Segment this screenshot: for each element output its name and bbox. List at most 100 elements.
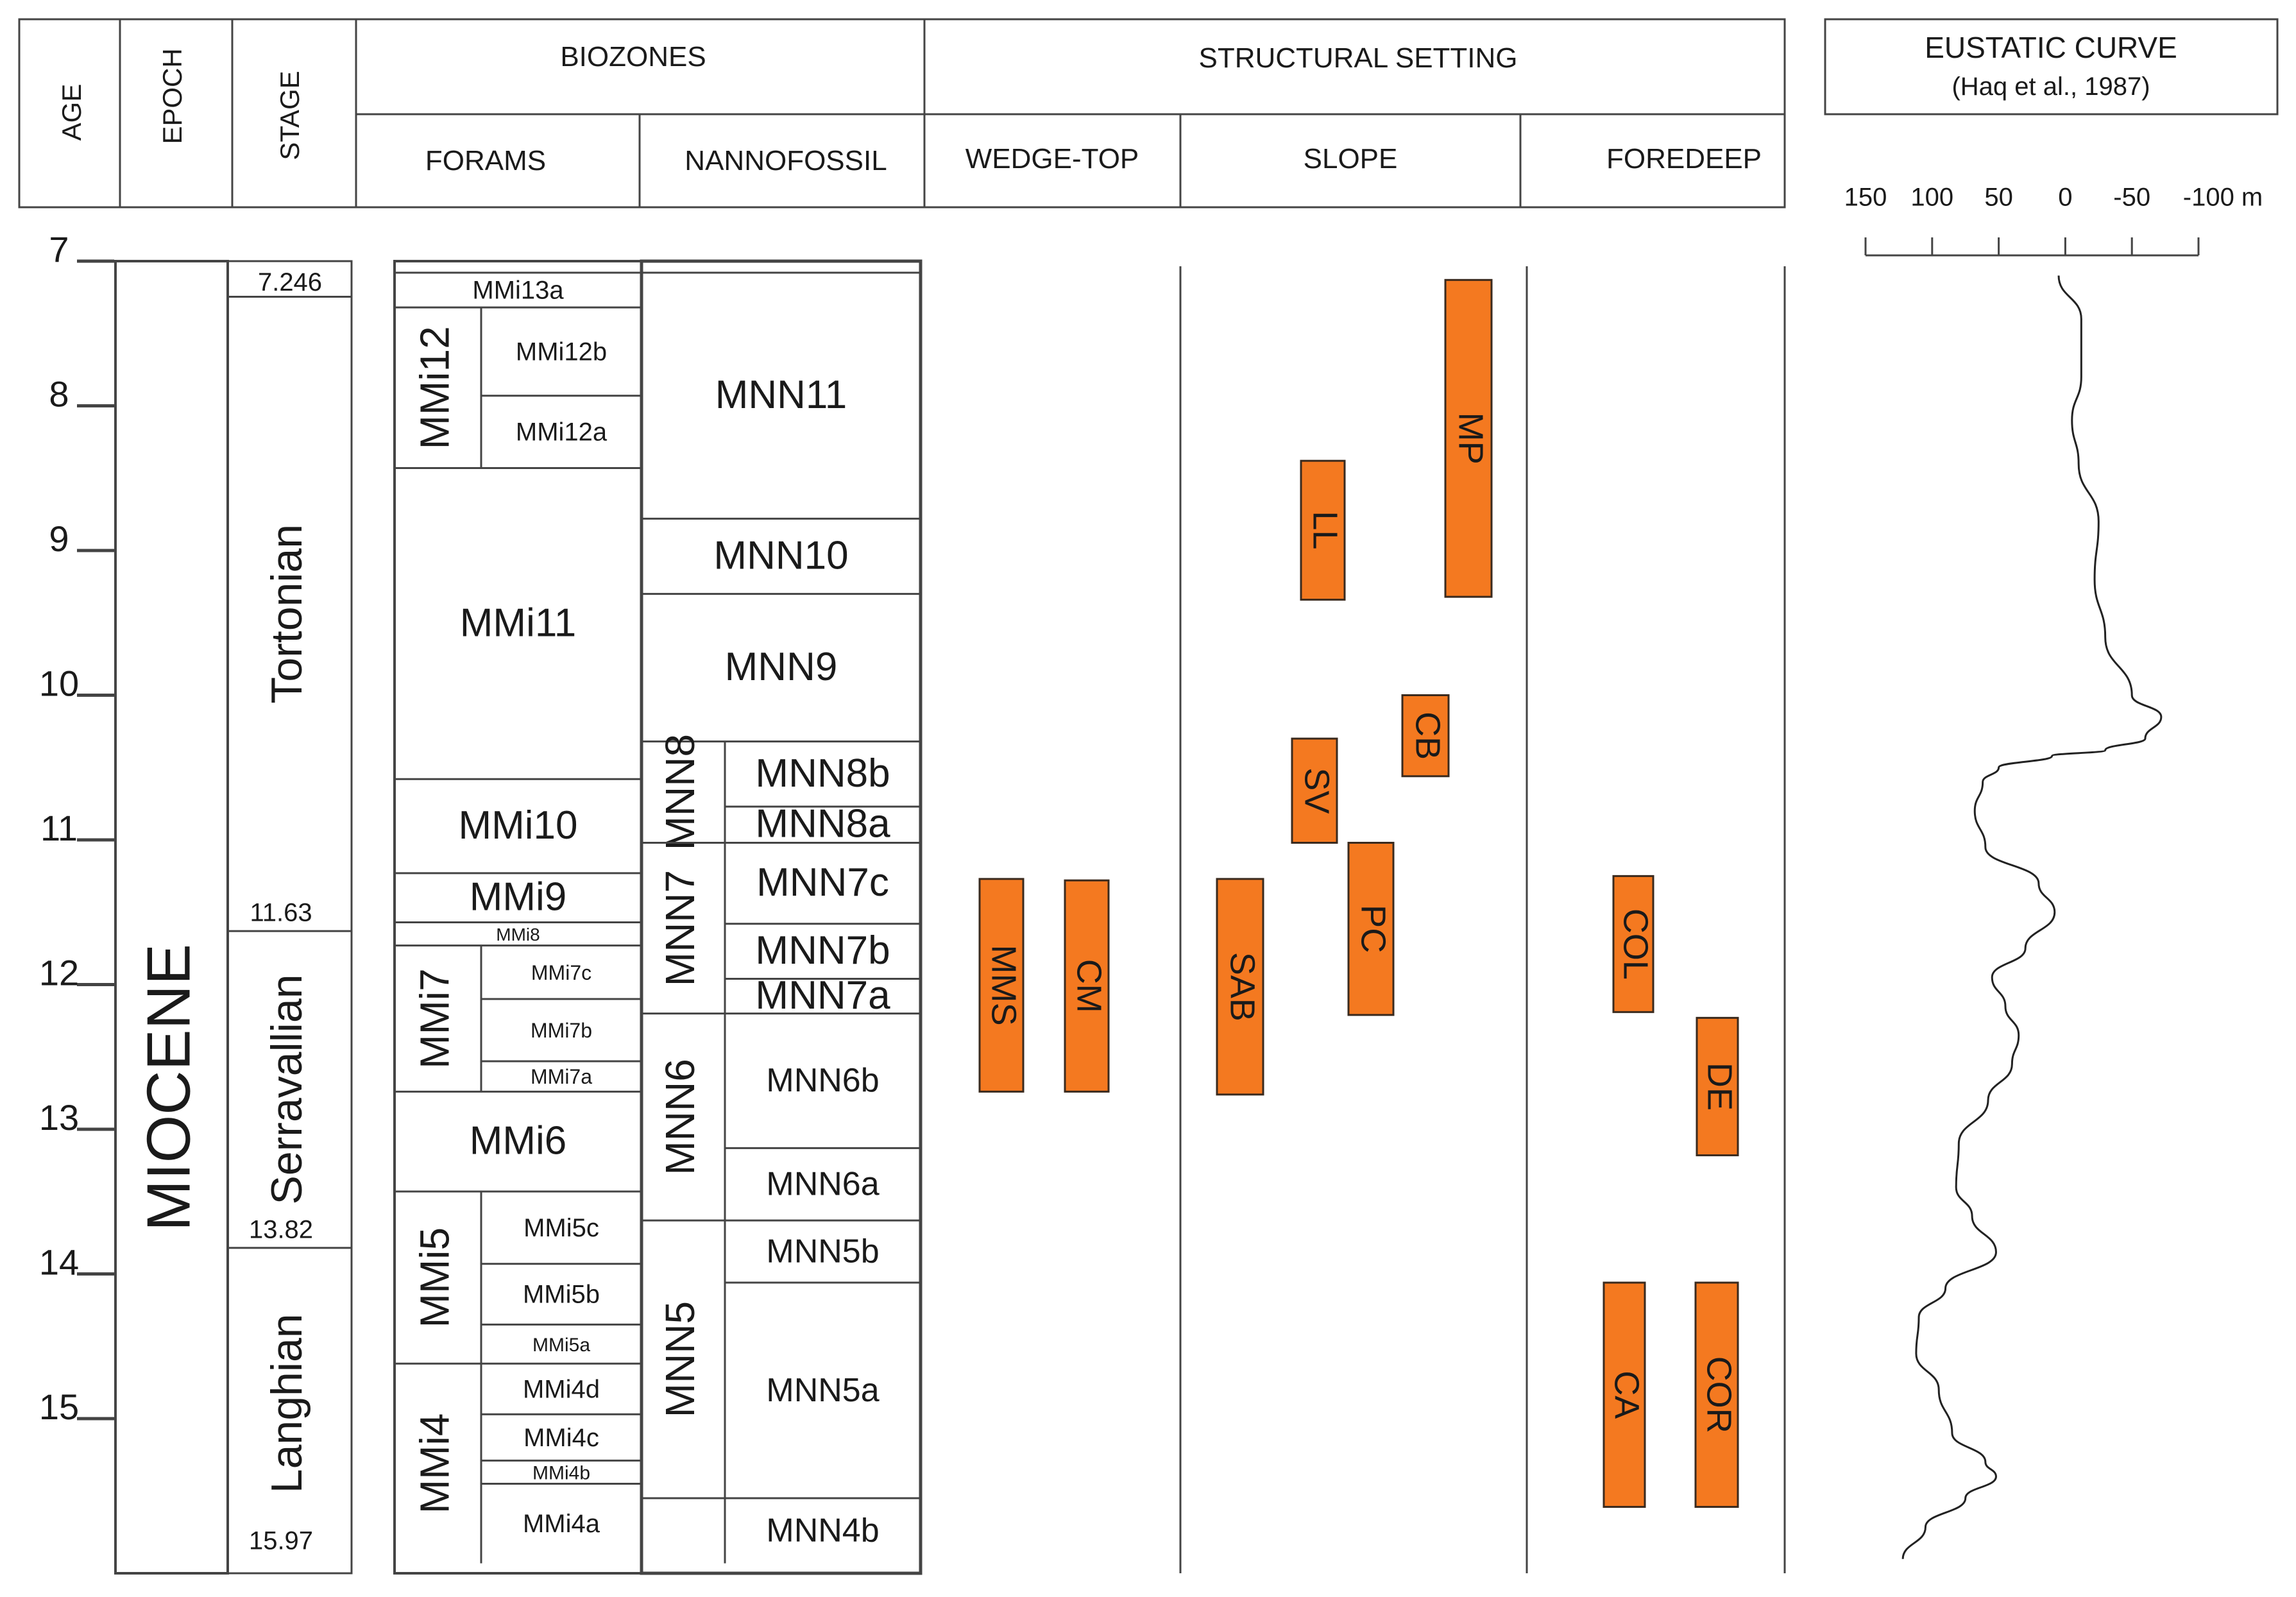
stage-boundary-age: 13.82	[249, 1215, 313, 1243]
age-tick-label: 14	[39, 1242, 79, 1282]
nannofossil-column	[640, 259, 923, 1575]
subzone-label: MMi4a	[523, 1510, 600, 1538]
subzone-label: MNN6a	[766, 1165, 879, 1202]
zone-label: MNN10	[713, 533, 848, 577]
age-tick-label: 10	[39, 663, 79, 703]
unit-label: PC	[1354, 905, 1393, 953]
header-structural-setting: STRUCTURAL SETTING	[1198, 42, 1517, 74]
subzone-label: MNN8a	[755, 802, 890, 846]
unit-bar	[1696, 1016, 1739, 1157]
subzone-label: MMi4d	[523, 1375, 600, 1403]
stage-boundary-age: 15.97	[249, 1526, 313, 1555]
header-stage: STAGE	[275, 71, 305, 160]
zone-label: MNN9	[725, 645, 838, 689]
zone-label: MMi13a	[472, 277, 564, 305]
stage-boundary-age: 11.63	[250, 899, 312, 927]
stage-label: Serravallian	[262, 974, 311, 1204]
zone-label: MMi7	[411, 968, 457, 1068]
subzone-label: MNN7b	[755, 928, 890, 973]
zone-label: MMi8	[496, 925, 540, 944]
zone-label: MMi9	[470, 875, 567, 919]
unit-bar	[1603, 1281, 1646, 1508]
zone-label: MMi11	[460, 601, 576, 645]
eustatic-curve-line	[1901, 275, 2163, 1559]
subzone-label: MMi12b	[516, 338, 607, 366]
zone-label: MMi10	[458, 803, 577, 848]
unit-bar	[1694, 1281, 1739, 1508]
subzone-label: MMi7c	[531, 961, 591, 984]
eustatic-tick-label: 50	[1984, 184, 2013, 212]
header-biozones: BIOZONES	[560, 41, 706, 73]
unit-label: LL	[1306, 511, 1345, 549]
zone-label: MMi4	[411, 1413, 457, 1514]
age-tick-label: 11	[40, 808, 78, 848]
eustatic-tick-label: -100 m	[2183, 184, 2263, 212]
unit-label: COR	[1700, 1356, 1739, 1433]
subzone-label: MMi7b	[531, 1019, 592, 1042]
subzone-label: MNN5a	[766, 1372, 879, 1409]
age-tick-label: 13	[39, 1097, 79, 1138]
eustatic-ticks: 150 100 50 0 -50 -100 m	[1844, 184, 2263, 255]
eustatic-tick-label: 100	[1910, 184, 1953, 212]
age-tick-label: 7	[49, 229, 69, 269]
subzone-label: MMi4b	[532, 1462, 590, 1483]
unit-bar	[1064, 879, 1110, 1093]
unit-label: COL	[1617, 909, 1655, 980]
unit-label: CM	[1070, 959, 1109, 1013]
unit-bar	[978, 878, 1025, 1093]
zone-label: MMi5	[411, 1227, 457, 1328]
stage-boundary-age: 7.246	[258, 268, 322, 296]
age-tick-label: 9	[49, 518, 69, 559]
subzone-label: MMi5b	[523, 1281, 600, 1309]
header-slope: SLOPE	[1304, 143, 1398, 175]
age-tick-label: 15	[39, 1387, 79, 1427]
header-wedge-top: WEDGE-TOP	[965, 143, 1139, 175]
unit-bar	[1291, 737, 1338, 844]
subzone-label: MMi5a	[532, 1335, 590, 1356]
zone-label: MMi12	[411, 326, 457, 449]
epoch-label: MIOCENE	[134, 944, 203, 1231]
stage-column	[226, 260, 353, 1575]
zone-label: MMi6	[470, 1119, 567, 1163]
header-age: AGE	[56, 84, 87, 141]
header-forams: FORAMS	[425, 145, 546, 176]
stage-label: Tortonian	[262, 524, 311, 704]
subzone-label: MNN6b	[766, 1062, 879, 1099]
eustatic-tick-label: -50	[2113, 184, 2150, 212]
eustatic-tick-label: 150	[1844, 184, 1887, 212]
subzone-label: MNN4b	[766, 1512, 879, 1549]
eustatic-tick-label: 0	[2058, 184, 2072, 212]
stages: 7.246 11.63 Tortonian 13.82 Serravallian 15.9…	[228, 268, 352, 1555]
subzone-label: MMi7a	[531, 1065, 592, 1088]
eustatic-curve	[1901, 275, 2163, 1559]
subzone-label: MMi5c	[523, 1214, 599, 1242]
header-foredeep: FOREDEEP	[1606, 143, 1762, 175]
epoch-column	[114, 260, 229, 1575]
unit-bar	[1612, 875, 1654, 1013]
zone-label: MNN7	[657, 870, 703, 986]
zone-label: MNN5	[657, 1301, 703, 1417]
eustatic-title: EUSTATIC CURVE	[1925, 31, 2177, 64]
unit-label: DE	[1701, 1063, 1739, 1111]
unit-label: MMS	[985, 945, 1023, 1026]
header-table	[18, 18, 1786, 209]
eustatic-subtitle: (Haq et al., 1987)	[1952, 73, 2150, 101]
zone-label: MNN8	[657, 734, 703, 850]
subzone-label: MNN5b	[766, 1233, 879, 1270]
header-nannofossil: NANNOFOSSIL	[685, 145, 887, 176]
chart-body	[114, 259, 1786, 1575]
age-tick-label: 8	[49, 373, 69, 414]
eustatic-header: EUSTATIC CURVE (Haq et al., 1987) 150 100…	[1824, 18, 2279, 257]
unit-bar	[1444, 278, 1493, 598]
unit-label: MP	[1452, 413, 1490, 465]
zone-label: MNN11	[715, 373, 847, 417]
stage-label: Langhian	[262, 1313, 311, 1493]
subzone-label: MMi12a	[516, 418, 608, 447]
subzone-label: MMi4c	[523, 1424, 599, 1452]
unit-label: CB	[1409, 712, 1447, 760]
